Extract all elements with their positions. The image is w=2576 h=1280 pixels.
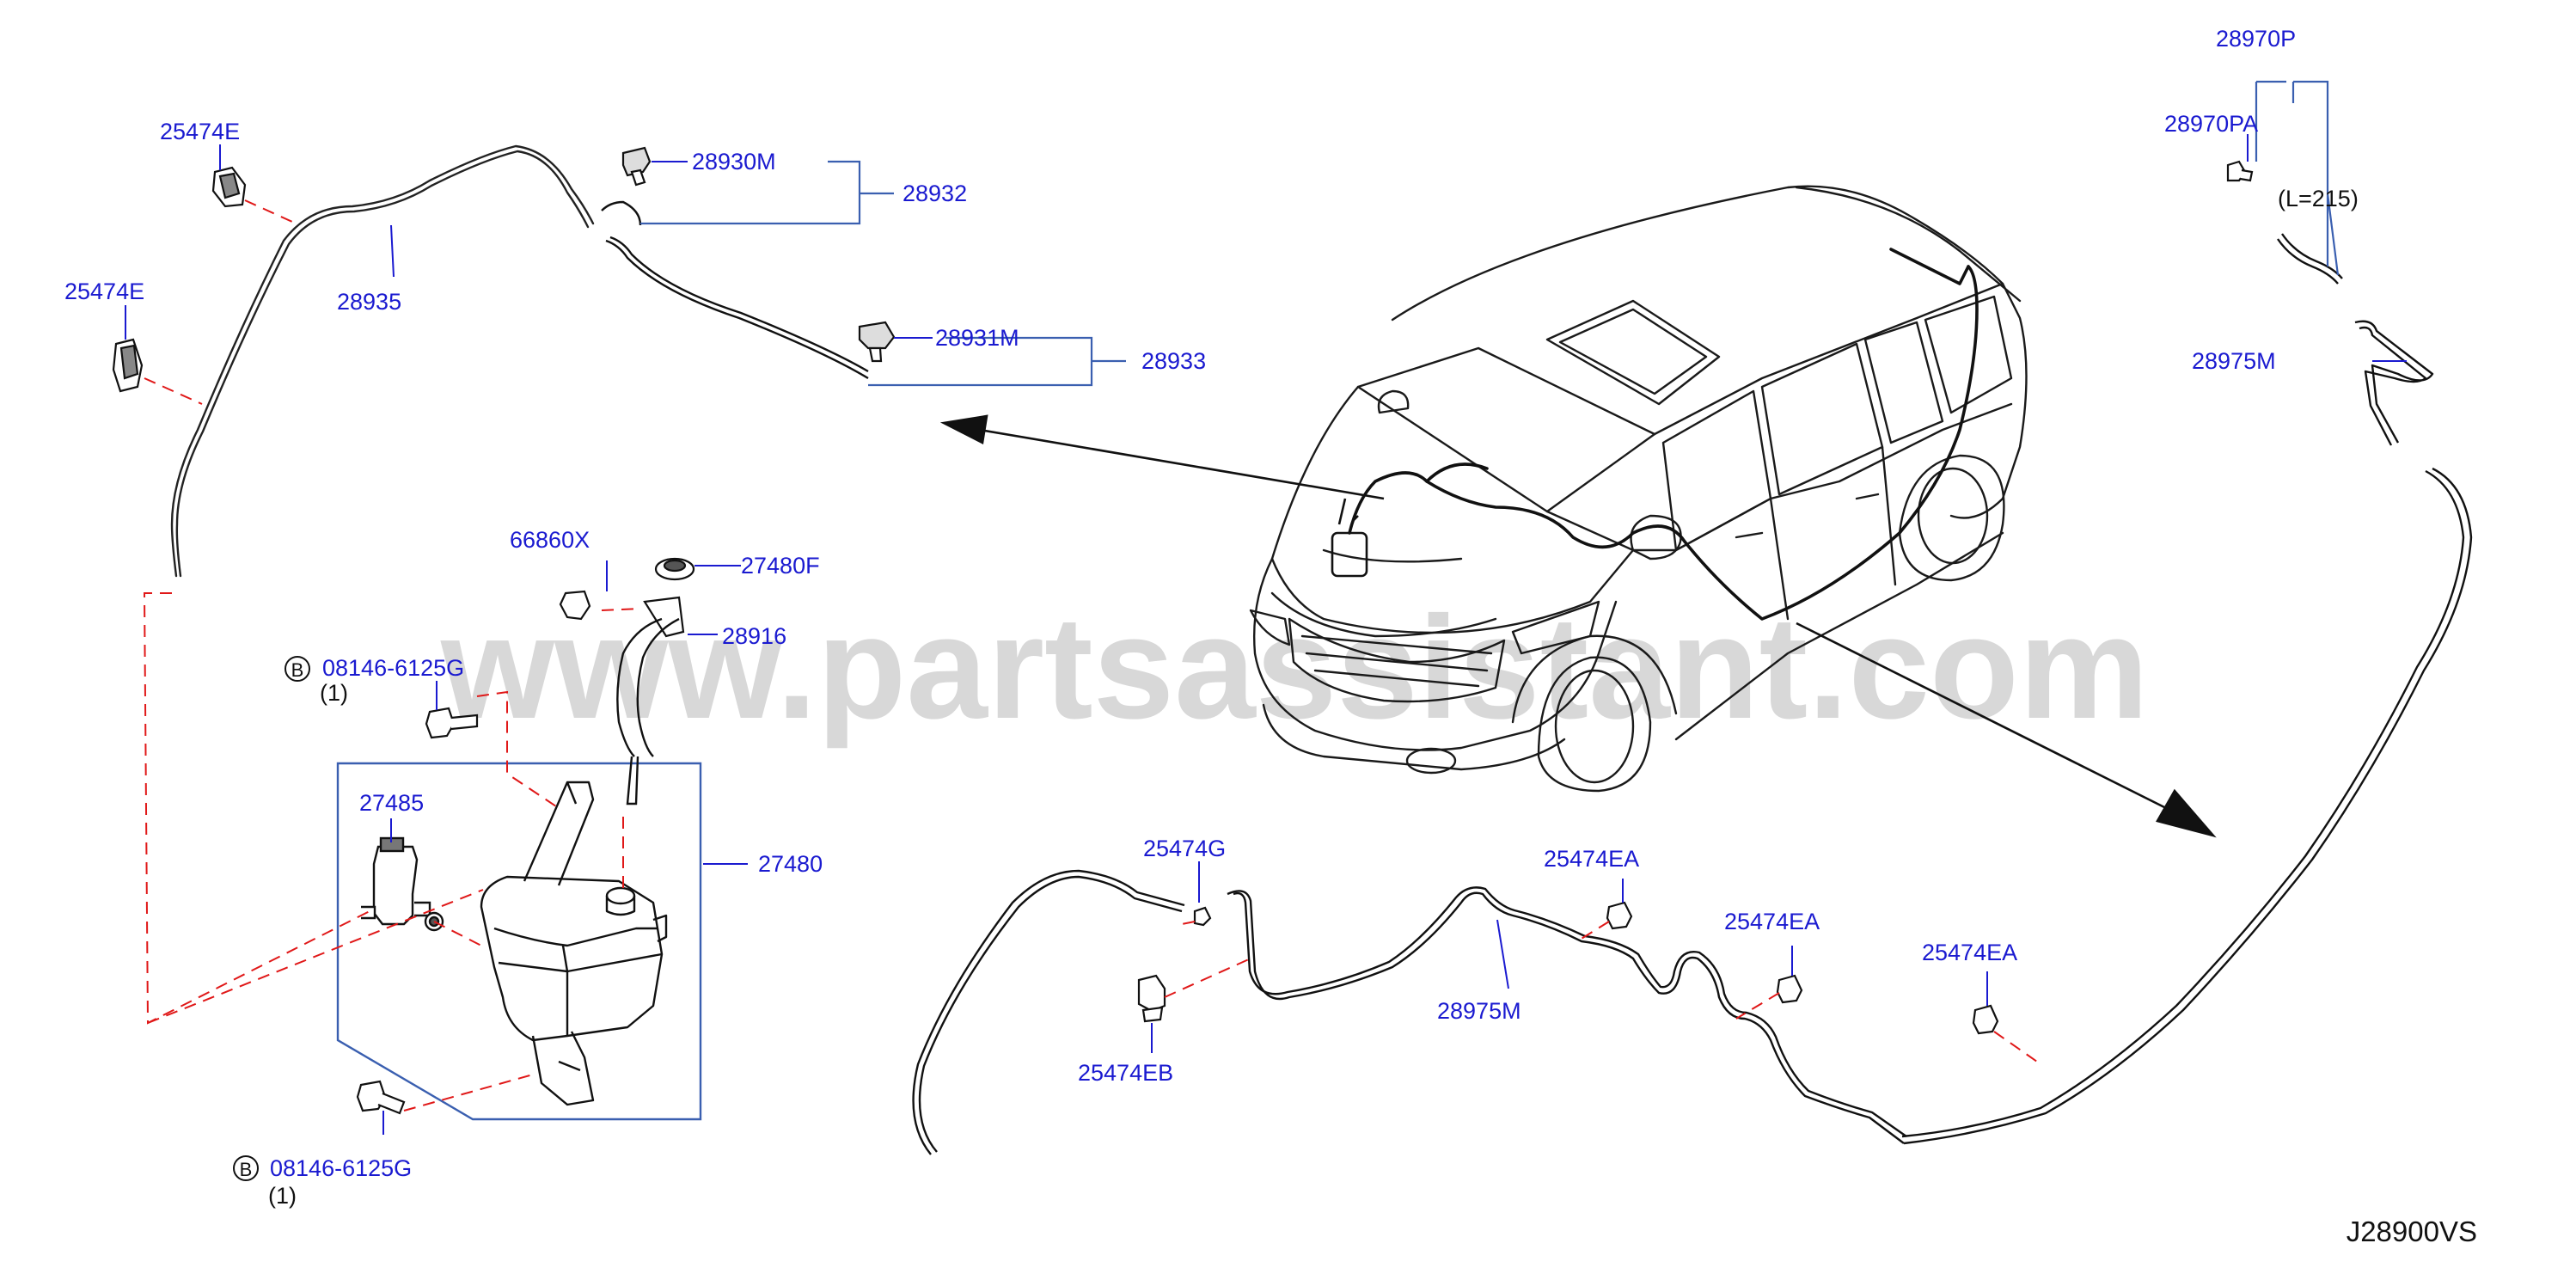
vehicle-illustration <box>1249 185 2028 793</box>
assembly-box-27480 <box>336 762 702 1121</box>
label-28975m-right: 28975M <box>2192 348 2276 374</box>
svg-text:B: B <box>240 1159 253 1180</box>
cap-27480f <box>654 557 695 581</box>
drawing-code: J28900VS <box>2347 1216 2477 1247</box>
nozzle-28931m <box>858 321 896 363</box>
nozzle-28930m <box>621 146 652 187</box>
label-66860x: 66860X <box>510 527 590 553</box>
dashed-guides <box>143 199 2038 1112</box>
label-length: (L=215) <box>2278 186 2359 211</box>
label-25474eb: 25474EB <box>1078 1060 1173 1086</box>
label-25474ea-1: 25474EA <box>1544 846 1639 872</box>
hose-28932 <box>601 200 869 380</box>
label-25474ea-3: 25474EA <box>1922 940 2017 965</box>
clip-25474e-left <box>112 338 144 393</box>
clip-66860x <box>559 590 591 621</box>
hose-28975m-bottom <box>912 869 1907 1155</box>
clip-25474e-top <box>211 166 247 208</box>
leader-lines <box>125 134 2407 1135</box>
bolt-marker-bottom: B <box>233 1155 259 1181</box>
label-27480: 27480 <box>758 851 823 877</box>
label-28931m: 28931M <box>935 325 1019 351</box>
label-28970p: 28970P <box>2216 26 2296 52</box>
part-labels: 25474E 25474E 28935 28930M 28932 28931M … <box>64 26 2359 1209</box>
bolt-marker-top: B <box>285 656 310 682</box>
bolt-bottom <box>356 1080 406 1115</box>
label-bolt-top-qty: (1) <box>320 680 348 706</box>
label-bolt-bottom-qty: (1) <box>268 1183 297 1209</box>
svg-text:B: B <box>291 659 304 681</box>
label-25474e-top: 25474E <box>160 119 240 144</box>
clip-25474ea-2 <box>1776 974 1803 1004</box>
label-27480f: 27480F <box>741 553 820 579</box>
hose-28970p <box>2277 233 2343 285</box>
bolt-top <box>425 707 479 739</box>
label-28930m: 28930M <box>692 149 776 175</box>
label-25474g: 25474G <box>1143 836 1226 861</box>
hose-28935 <box>170 144 595 578</box>
clip-25474eb <box>1137 974 1166 1023</box>
brackets <box>640 80 2340 387</box>
hose-28975m-right <box>2354 320 2434 446</box>
label-28970pa: 28970PA <box>2164 111 2258 137</box>
label-27485: 27485 <box>359 790 424 816</box>
clip-25474g <box>1193 906 1212 927</box>
label-28916: 28916 <box>722 623 786 649</box>
nozzle-28970pa <box>2226 160 2254 182</box>
label-bolt-bottom: 08146-6125G <box>270 1155 412 1181</box>
direction-arrows <box>939 414 2217 838</box>
label-28933: 28933 <box>1141 348 1206 374</box>
label-28932: 28932 <box>903 181 967 206</box>
label-25474e-left: 25474E <box>64 279 144 304</box>
label-28975m-bottom: 28975M <box>1437 998 1521 1024</box>
filler-neck-28916 <box>616 617 680 805</box>
hose-28975m-long <box>1901 467 2473 1145</box>
label-25474ea-2: 25474EA <box>1724 909 1820 934</box>
label-bolt-top: 08146-6125G <box>322 655 464 681</box>
clip-25474ea-3 <box>1972 1004 1999 1035</box>
vehicle-washer-hose-route <box>1348 248 1979 621</box>
vehicle-reservoir-sketch <box>1331 498 1368 578</box>
pump-27485 <box>361 836 444 932</box>
reservoir-tank-27480 <box>480 781 668 1106</box>
clip-25474ea-1 <box>1606 901 1633 930</box>
label-28935: 28935 <box>337 289 401 315</box>
neck-holder <box>643 596 685 638</box>
